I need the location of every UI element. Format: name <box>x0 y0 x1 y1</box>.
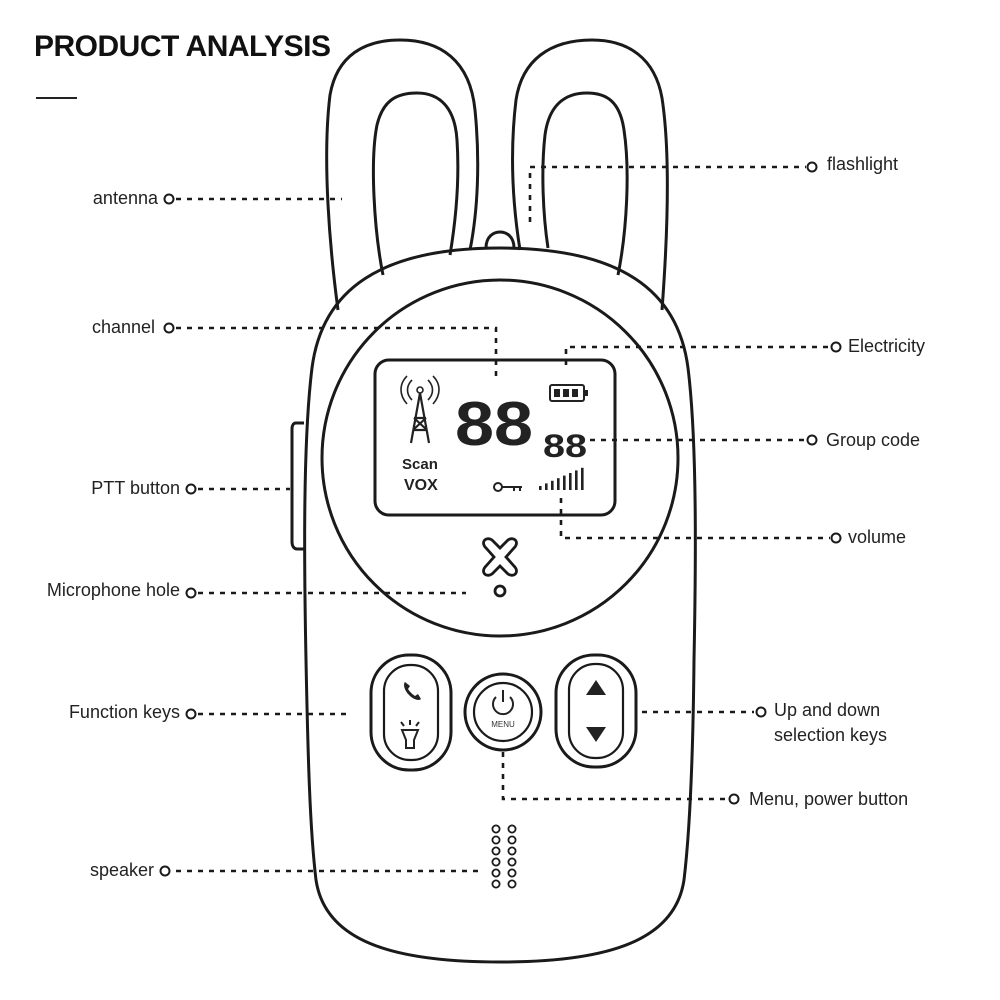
up-down-keys[interactable] <box>554 653 638 769</box>
marker-channel <box>163 322 175 334</box>
leader-flashlight <box>528 165 806 222</box>
label-function-keys: Function keys <box>68 702 180 722</box>
battery-bar <box>554 389 560 397</box>
marker-group-code <box>806 434 818 446</box>
speaker-hole <box>491 835 501 845</box>
battery-icon <box>549 384 588 402</box>
speaker-hole <box>507 879 517 889</box>
volume-bar <box>545 483 548 490</box>
marker-flashlight <box>806 161 818 173</box>
title-underline <box>36 97 77 99</box>
phone-icon <box>404 682 421 700</box>
menu-label: MENU <box>491 720 515 729</box>
ptt-button[interactable] <box>290 421 305 551</box>
label-microphone-hole: Microphone hole <box>46 580 180 600</box>
flashlight-icon <box>400 720 420 749</box>
function-keys[interactable] <box>369 653 453 772</box>
device-body <box>303 246 697 964</box>
page-title: PRODUCT ANALYSIS <box>34 30 331 63</box>
speaker-hole <box>507 846 517 856</box>
speaker-hole <box>507 857 517 867</box>
left-antenna-ear <box>325 38 480 311</box>
left-antenna-ear-inner <box>371 91 460 276</box>
label-flashlight: flashlight <box>827 154 899 174</box>
label-ptt-button: PTT button <box>91 478 180 498</box>
speaker-hole <box>491 857 501 867</box>
volume-bar <box>557 478 560 490</box>
speaker-hole <box>491 879 501 889</box>
battery-bar <box>563 389 569 397</box>
label-electricity: Electricity <box>848 336 926 356</box>
label-antenna: antenna <box>92 188 158 208</box>
label-updown-keys-line1: Up and down <box>774 700 881 720</box>
x-logo-icon <box>482 537 518 598</box>
speaker-hole <box>491 868 501 878</box>
label-updown-keys-line2: selection keys <box>774 725 888 745</box>
volume-bar <box>539 486 542 490</box>
label-channel: channel <box>91 317 155 337</box>
marker-volume <box>830 532 842 544</box>
marker-function-keys <box>185 708 197 720</box>
speaker-hole <box>491 824 501 834</box>
volume-bar <box>575 470 578 490</box>
label-group-code: Group code <box>826 430 921 450</box>
lanyard-loop <box>484 230 516 249</box>
leader-volume <box>559 498 830 540</box>
right-antenna-ear <box>511 38 669 311</box>
vox-indicator: VOX <box>404 477 438 494</box>
volume-bars <box>539 467 584 490</box>
speaker-grille <box>491 824 517 889</box>
speaker-hole <box>491 846 501 856</box>
marker-microphone <box>185 587 197 599</box>
marker-updown <box>755 706 767 718</box>
group-code-display: 88 <box>543 428 587 464</box>
volume-bar <box>569 473 572 490</box>
speaker-hole <box>507 835 517 845</box>
marker-menu <box>728 793 740 805</box>
marker-ptt <box>185 483 197 495</box>
triangle-up-icon[interactable] <box>586 680 606 695</box>
speaker-hole <box>507 868 517 878</box>
channel-display: 88 <box>455 390 533 459</box>
power-icon <box>492 690 514 716</box>
volume-bar <box>551 480 554 490</box>
key-icon <box>493 482 522 492</box>
speaker-hole <box>507 824 517 834</box>
face-panel <box>320 278 680 638</box>
antenna-signal-icon <box>400 375 440 444</box>
marker-speaker <box>159 865 171 877</box>
scan-indicator: Scan <box>402 456 438 473</box>
volume-bar <box>581 467 584 490</box>
leader-menu <box>501 752 728 801</box>
battery-bar <box>572 389 578 397</box>
right-antenna-ear-inner <box>541 91 629 276</box>
triangle-down-icon[interactable] <box>586 727 606 742</box>
label-volume: volume <box>848 527 907 547</box>
menu-power-button[interactable] <box>463 672 543 752</box>
label-speaker: speaker <box>89 860 154 880</box>
label-menu-power-button: Menu, power button <box>749 789 909 809</box>
marker-antenna <box>163 193 175 205</box>
leader-channel <box>176 326 498 382</box>
volume-bar <box>563 475 566 490</box>
marker-electricity <box>830 341 842 353</box>
